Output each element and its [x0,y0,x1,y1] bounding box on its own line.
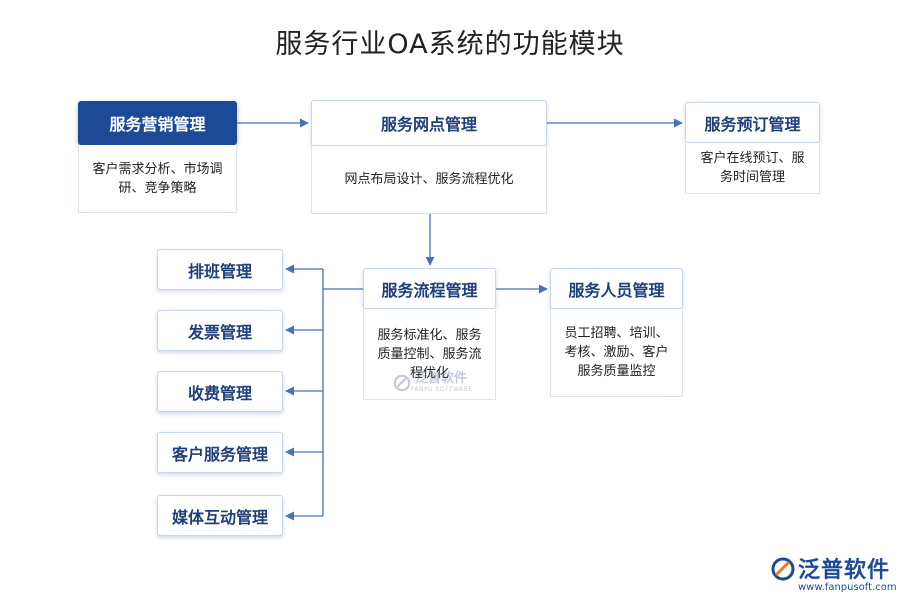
customer-service-module: 客户服务管理 [157,432,283,473]
network-module-desc: 网点布局设计、服务流程优化 [311,146,547,214]
process-module-desc: 服务标准化、服务质量控制、服务流程优化 [363,309,496,400]
staff-module-header: 服务人员管理 [550,268,683,309]
process-module-header: 服务流程管理 [363,268,496,309]
network-module-header: 服务网点管理 [311,100,547,146]
staff-module-desc: 员工招聘、培训、考核、激励、客户服务质量监控 [550,309,683,397]
watermark-sub: FANPU SOFTWARE [411,386,473,393]
marketing-module-header: 服务营销管理 [78,101,237,145]
watermark-name: 泛普软件 [415,371,468,386]
charge-module: 收费管理 [157,371,283,412]
fanpu-logo-icon [771,557,795,581]
brand-name: 泛普软件 [798,558,891,583]
marketing-module-desc: 客户需求分析、市场调研、竞争策略 [78,145,237,213]
scheduling-module: 排班管理 [157,249,283,290]
booking-module-desc: 客户在线预订、服务时间管理 [685,143,820,194]
diagram-title: 服务行业OA系统的功能模块 [275,29,625,60]
invoice-module: 发票管理 [157,310,283,351]
booking-module-header: 服务预订管理 [685,102,820,143]
media-interaction-module: 媒体互动管理 [157,495,283,536]
brand-url: www.fanpusoft.com [798,582,897,593]
watermark: 泛普软件 FANPU SOFTWARE [393,368,493,398]
fanpu-logo-icon [393,374,411,392]
brand-logo: 泛普软件 www.fanpusoft.com [768,552,897,596]
